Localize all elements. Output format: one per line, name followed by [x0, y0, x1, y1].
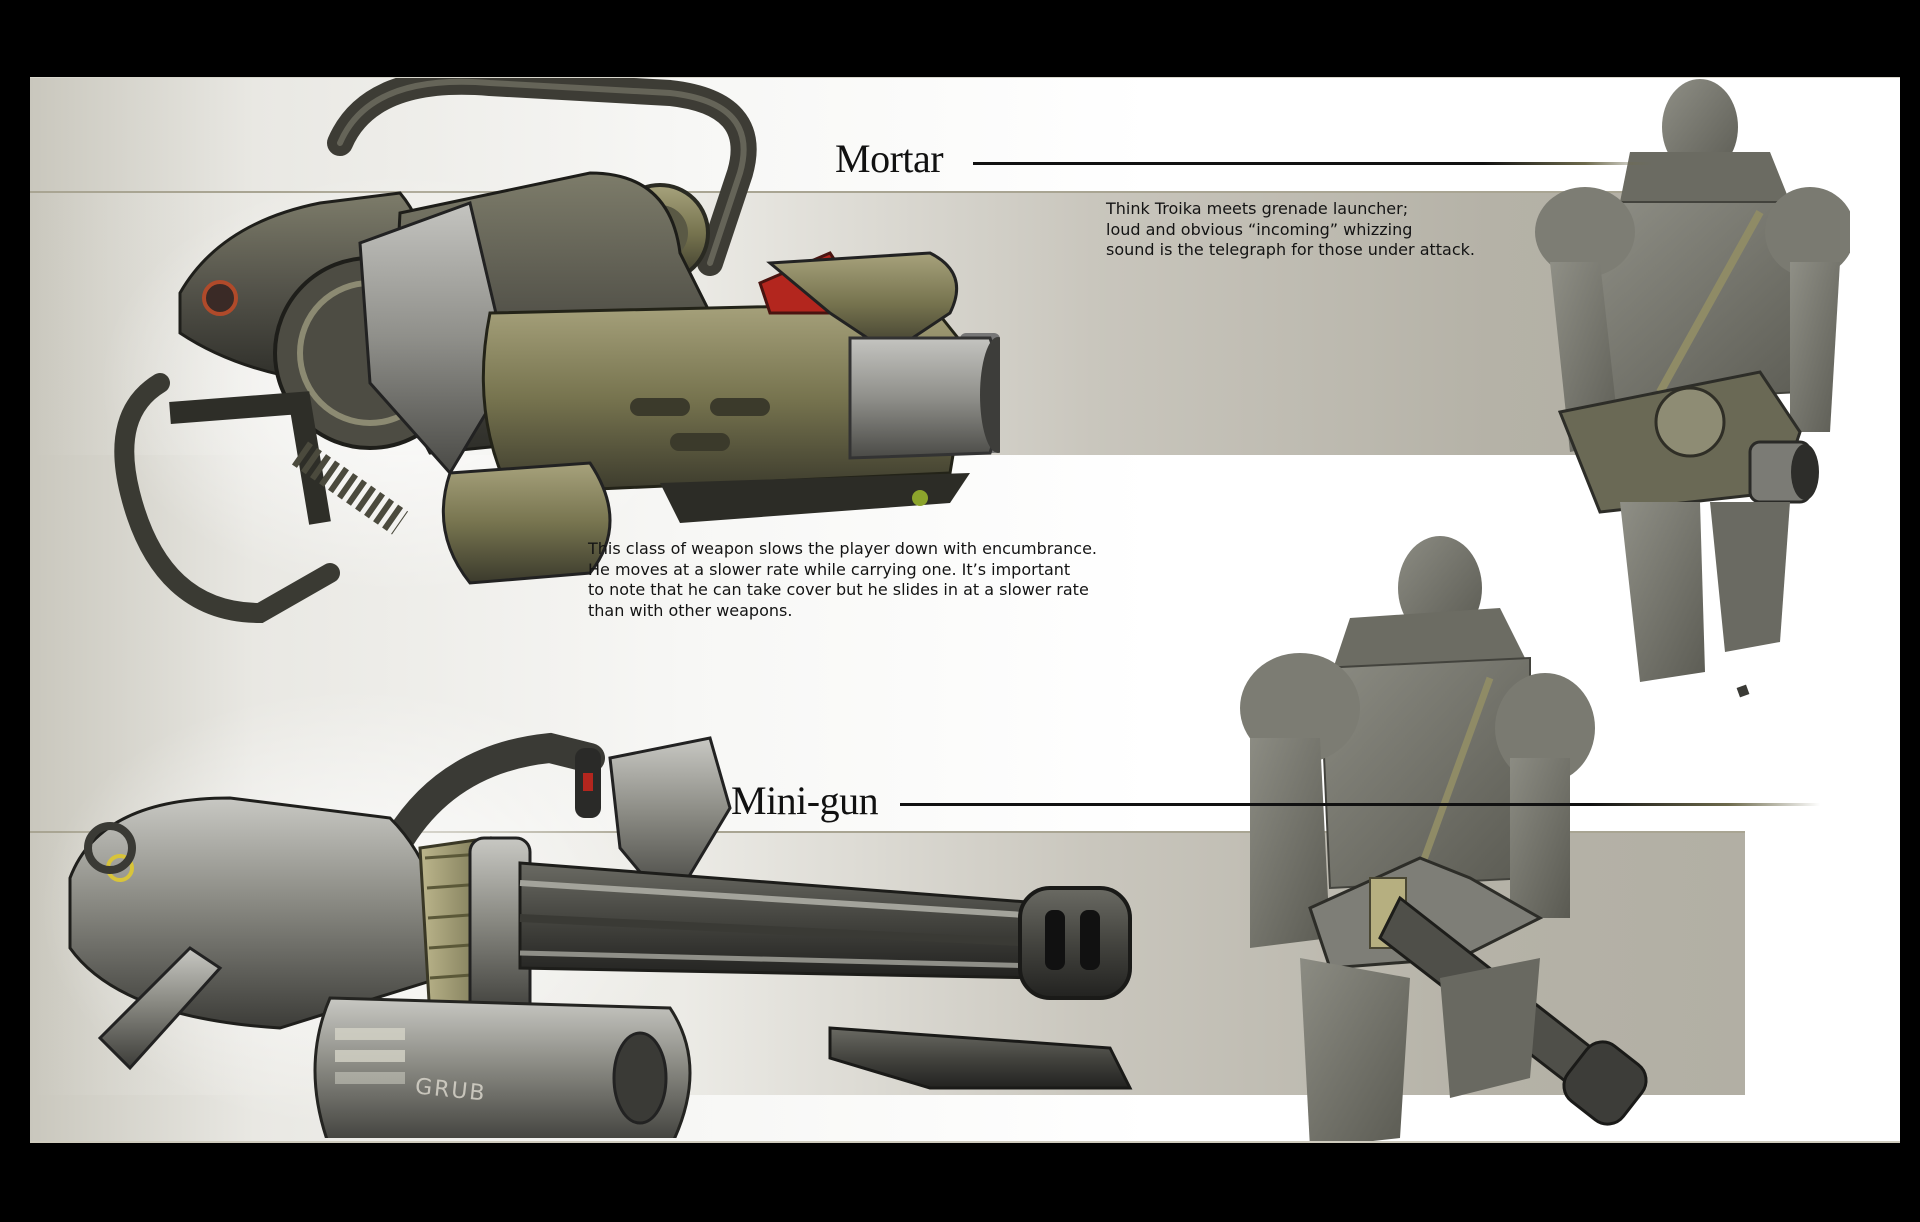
- mortar-description-line: Think Troika meets grenade launcher;: [1106, 199, 1409, 218]
- encumbrance-note: This class of weapon slows the player do…: [588, 539, 1097, 621]
- mortar-description-line: sound is the telegraph for those under a…: [1106, 240, 1475, 259]
- mortar-weapon-illustration: [70, 78, 1000, 673]
- mortar-description: Think Troika meets grenade launcher; lou…: [1106, 199, 1475, 261]
- encumbrance-note-line: than with other weapons.: [588, 600, 793, 620]
- soldier-mortar-illustration: [1510, 78, 1850, 712]
- encumbrance-note-line: to note that he can take cover but he sl…: [588, 580, 1089, 599]
- minigun-weapon-illustration: GRUB: [30, 648, 1150, 1138]
- minigun-title: Mini-gun: [731, 778, 879, 823]
- mortar-title-rule: [973, 162, 1653, 165]
- encumbrance-note-line: This class of weapon slows the player do…: [588, 539, 1098, 558]
- concept-art-sheet: GRUB: [30, 77, 1900, 1143]
- mortar-description-line: loud and obvious “incoming” whizzing: [1106, 219, 1413, 239]
- soldier-minigun-illustration: [1210, 518, 1680, 1141]
- minigun-title-rule: [900, 803, 1820, 806]
- encumbrance-note-line: He moves at a slower rate while carrying…: [588, 559, 1071, 579]
- mortar-title: Mortar: [835, 136, 944, 181]
